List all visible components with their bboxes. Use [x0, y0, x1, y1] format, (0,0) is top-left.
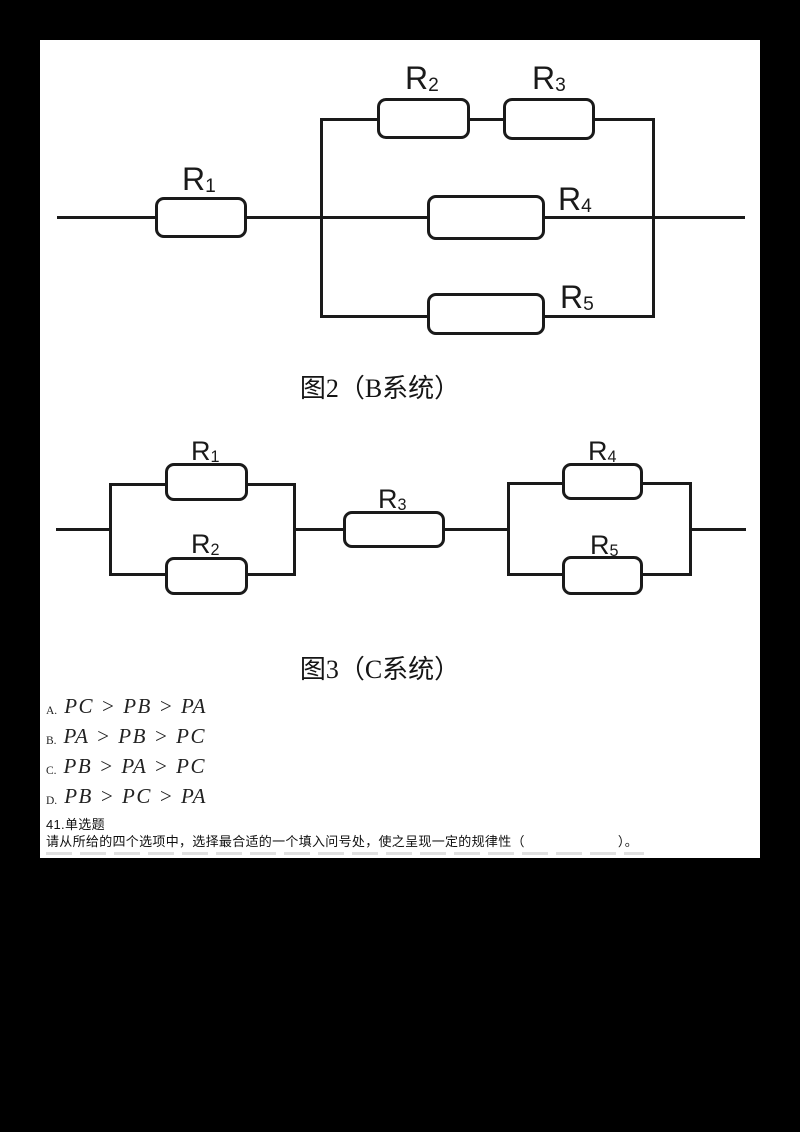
fig2-right-bus-wire: [652, 118, 655, 318]
exam-page: R1 R2 R3 R4 R5 图2（B系统） R1 R2 R3 R4 R5 图3…: [40, 40, 760, 858]
fig2-bottom-branch-wire-b: [545, 315, 652, 318]
option-d-formula: PB > PC > PA: [64, 784, 207, 808]
resistor-r5-label-fig3: R5: [590, 530, 619, 560]
fig2-middle-branch-wire-b: [545, 216, 652, 219]
fig3-right-lead-wire: [689, 528, 746, 531]
fig2-bottom-branch-wire-a: [323, 315, 427, 318]
option-a[interactable]: A. PC > PB > PA: [46, 696, 207, 717]
option-b[interactable]: B. PA > PB > PC: [46, 726, 206, 747]
resistor-r3-box-fig3: [343, 511, 445, 548]
option-b-formula: PA > PB > PC: [63, 724, 206, 748]
fig2-top-branch-wire-b: [470, 118, 503, 121]
option-c-letter: C.: [46, 764, 57, 777]
resistor-r5-box: [427, 293, 545, 335]
fig2-top-branch-wire-c: [595, 118, 655, 121]
figure-c-caption: 图3（C系统）: [299, 655, 461, 684]
resistor-r2-label-fig3: R2: [191, 529, 220, 559]
fig2-top-branch-wire-a: [320, 118, 380, 121]
resistor-r5-box-fig3: [562, 556, 643, 595]
fig2-left-bus-wire: [320, 118, 323, 318]
resistor-r1-label: R1: [182, 161, 216, 198]
fig2-r1-to-junction-wire: [247, 216, 323, 219]
option-a-letter: A.: [46, 704, 58, 717]
resistor-r2-box: [377, 98, 470, 139]
resistor-r1-label-fig3: R1: [191, 436, 220, 466]
resistor-r3-label: R3: [532, 60, 566, 97]
resistor-r1-box-fig3: [165, 463, 248, 501]
resistor-r3-label-fig3: R3: [378, 484, 407, 514]
figure-b-caption: 图2（B系统）: [299, 374, 461, 403]
resistor-r2-box-fig3: [165, 557, 248, 595]
question-prompt: 请从所给的四个选项中，选择最合适的一个填入问号处，使之呈现一定的规律性（ ）。: [46, 834, 639, 849]
resistor-r4-box-fig3: [562, 463, 643, 500]
option-d[interactable]: D. PB > PC > PA: [46, 786, 207, 807]
cropped-next-content-ghost: [46, 852, 644, 855]
fig2-left-lead-wire: [57, 216, 155, 219]
question-number: 41.单选题: [46, 817, 105, 832]
resistor-r4-label: R4: [558, 181, 592, 218]
resistor-r4-box: [427, 195, 545, 240]
option-c-formula: PB > PA > PC: [63, 754, 206, 778]
fig3-middle-wire-b: [445, 528, 507, 531]
option-c[interactable]: C. PB > PA > PC: [46, 756, 206, 777]
resistor-r3-box: [503, 98, 595, 140]
fig3-middle-wire-a: [293, 528, 343, 531]
resistor-r4-label-fig3: R4: [588, 436, 617, 466]
fig2-middle-branch-wire-a: [323, 216, 427, 219]
resistor-r5-label: R5: [560, 279, 594, 316]
fig3-left-lead-wire: [56, 528, 112, 531]
resistor-r2-label: R2: [405, 60, 439, 97]
resistor-r1-box: [155, 197, 247, 238]
fig2-right-lead-wire: [655, 216, 745, 219]
option-b-letter: B.: [46, 734, 57, 747]
option-d-letter: D.: [46, 794, 58, 807]
option-a-formula: PC > PB > PA: [64, 694, 207, 718]
